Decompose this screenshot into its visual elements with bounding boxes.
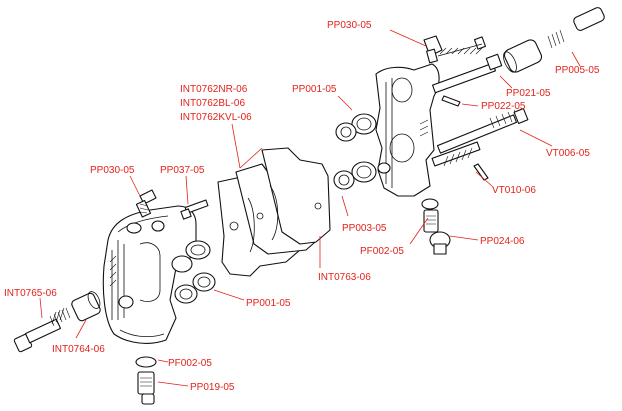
label-pp019[interactable]: PP019-05 bbox=[190, 382, 235, 393]
sleeve-int0764 bbox=[51, 291, 101, 325]
bleeder-screw-left bbox=[135, 189, 157, 218]
fitting-right bbox=[421, 198, 451, 255]
pistons-right-top bbox=[335, 113, 377, 142]
bleeder-screw-top bbox=[423, 35, 443, 64]
label-pf002-right[interactable]: PF002-05 bbox=[360, 246, 404, 257]
label-pp037[interactable]: PP037-05 bbox=[160, 165, 205, 176]
leader-lines bbox=[39, 29, 581, 387]
brake-pads bbox=[217, 147, 331, 277]
label-pp001-bottom[interactable]: PP001-05 bbox=[246, 298, 291, 309]
label-vt006[interactable]: VT006-05 bbox=[546, 148, 590, 159]
springs-top bbox=[437, 36, 487, 57]
label-pp001-top[interactable]: PP001-05 bbox=[292, 84, 337, 95]
caliper-body-left bbox=[102, 205, 197, 344]
bolt-int0765 bbox=[13, 307, 71, 353]
label-int0764[interactable]: INT0764-06 bbox=[52, 344, 105, 355]
label-pp030-left[interactable]: PP030-05 bbox=[90, 165, 135, 176]
bolt-vt010 bbox=[431, 141, 489, 181]
label-int0762kvl[interactable]: INT0762KVL-06 bbox=[180, 112, 252, 123]
long-bolts bbox=[432, 53, 529, 154]
pad-pin bbox=[180, 199, 209, 220]
label-pp022[interactable]: PP022-05 bbox=[481, 101, 526, 112]
label-int0762bl[interactable]: INT0762BL-06 bbox=[180, 98, 245, 109]
label-int0765[interactable]: INT0765-06 bbox=[4, 288, 57, 299]
label-vt010[interactable]: VT010-06 bbox=[492, 185, 536, 196]
label-pp030-top[interactable]: PP030-05 bbox=[327, 20, 372, 31]
label-pp021[interactable]: PP021-05 bbox=[506, 88, 551, 99]
pistons-right-bottom bbox=[333, 161, 377, 190]
sleeve-pp021 bbox=[503, 39, 543, 73]
part-labels: PP030-05 PP005-05 PP021-05 PP022-05 PP00… bbox=[4, 20, 600, 393]
spring-pp005 bbox=[547, 7, 605, 49]
pin-pp022 bbox=[441, 95, 461, 107]
label-pp003[interactable]: PP003-05 bbox=[342, 223, 387, 234]
fitting-bottom bbox=[135, 356, 157, 405]
label-pp024[interactable]: PP024-06 bbox=[480, 236, 525, 247]
pistons-left bbox=[171, 240, 216, 304]
caliper-body-right bbox=[375, 63, 440, 197]
label-pf002-bottom[interactable]: PF002-05 bbox=[168, 358, 212, 369]
label-int0762nr[interactable]: INT0762NR-06 bbox=[180, 84, 248, 95]
label-pp005[interactable]: PP005-05 bbox=[555, 65, 600, 76]
label-int0763[interactable]: INT0763-06 bbox=[318, 272, 371, 283]
